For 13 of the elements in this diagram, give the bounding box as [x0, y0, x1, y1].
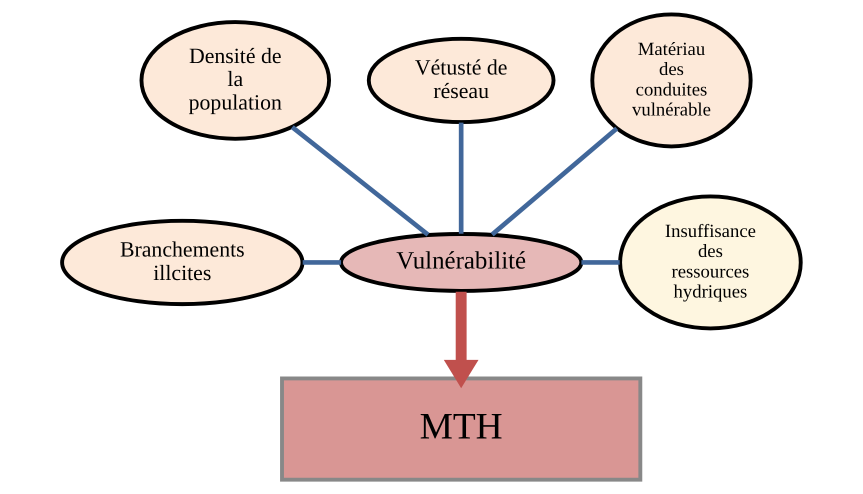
connector	[490, 126, 618, 236]
node-ellipse: Insuffisance des ressources hydriques	[618, 194, 803, 330]
node-ellipse: Matériau des conduites vulnérable	[590, 12, 753, 148]
node-box: MTH	[280, 376, 642, 482]
connector	[458, 122, 464, 234]
node-ellipse: Densité de la population	[140, 20, 332, 141]
connector	[302, 260, 342, 265]
arrow	[444, 292, 479, 388]
node-ellipse: Vétusté de réseau	[366, 36, 556, 124]
connector	[290, 125, 430, 236]
connector	[581, 260, 620, 265]
node-ellipse: Vulnérabilité	[339, 232, 584, 293]
node-ellipse: Branchements illcites	[60, 218, 304, 306]
